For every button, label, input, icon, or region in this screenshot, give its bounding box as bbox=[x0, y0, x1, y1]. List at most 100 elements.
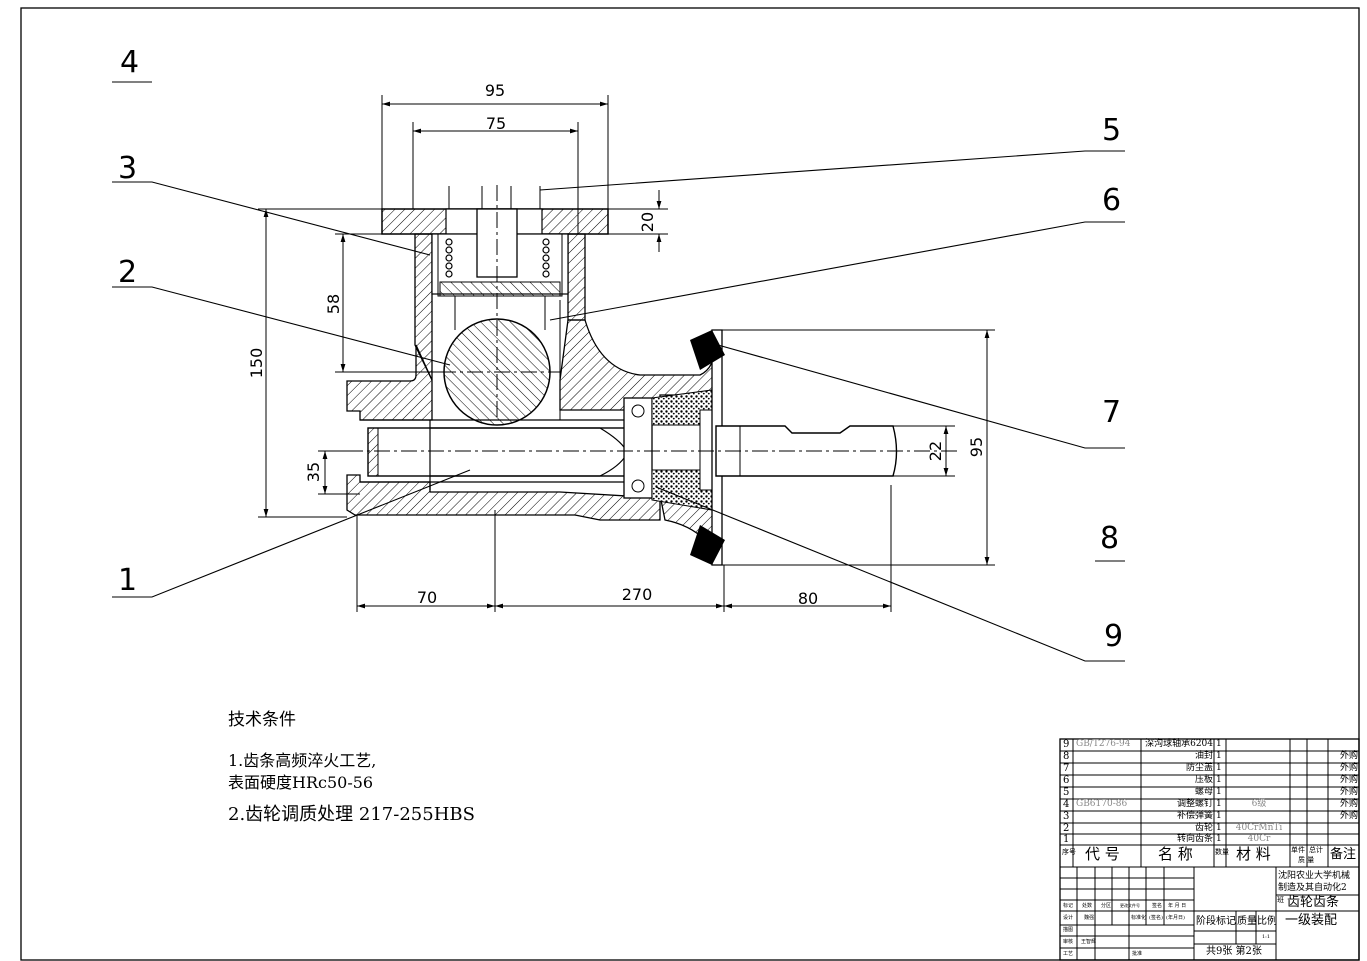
dim-58: 58 bbox=[324, 294, 343, 314]
part-qty: 1 bbox=[1216, 787, 1222, 797]
center-lines bbox=[320, 185, 960, 452]
part-qty: 1 bbox=[1216, 823, 1222, 833]
callout-9: 9 bbox=[1104, 619, 1123, 654]
part-no: 5 bbox=[1063, 787, 1070, 798]
header-weight: 质 量 bbox=[1298, 856, 1315, 864]
header-qty: 数量 bbox=[1215, 848, 1229, 856]
dim-22: 22 bbox=[926, 441, 945, 461]
approve-label: 批准 bbox=[1132, 951, 1143, 957]
notes-title: 技术条件 bbox=[228, 710, 296, 730]
part-note: 外购 bbox=[1339, 775, 1358, 785]
part-qty: 1 bbox=[1216, 799, 1222, 809]
part-name: 调整螺钉 bbox=[1176, 799, 1213, 809]
callout-2: 2 bbox=[118, 255, 137, 290]
part-name: 转向齿条 bbox=[1176, 834, 1213, 844]
leader-lines bbox=[112, 81, 1125, 662]
check-label: 审核 bbox=[1063, 939, 1074, 945]
dim-150: 150 bbox=[247, 348, 266, 379]
part-no: 2 bbox=[1063, 823, 1070, 834]
part-no: 8 bbox=[1063, 751, 1070, 762]
rev-date: 年 月 日 bbox=[1168, 903, 1187, 909]
rev-docno: 更改文件号 bbox=[1120, 903, 1140, 908]
rev-mark: 标记 bbox=[1063, 903, 1074, 909]
header-total-weight: 总计 bbox=[1309, 846, 1323, 854]
part-note: 外购 bbox=[1339, 811, 1358, 821]
callout-4: 4 bbox=[120, 45, 139, 80]
header-remark: 备注 bbox=[1330, 847, 1357, 862]
callout-7: 7 bbox=[1102, 395, 1121, 430]
part-no: 6 bbox=[1063, 775, 1070, 786]
dim-70: 70 bbox=[417, 588, 437, 607]
header-name: 名 称 bbox=[1158, 845, 1193, 863]
part-name: 螺母 bbox=[1194, 787, 1213, 797]
title-block-grid bbox=[1059, 738, 1360, 961]
dimension-texts: 95 75 20 58 150 35 22 95 70 270 80 bbox=[247, 81, 986, 608]
pinion-gear bbox=[431, 300, 561, 426]
dim-95-right: 95 bbox=[967, 437, 986, 457]
part-material: 6级 bbox=[1251, 799, 1267, 809]
callout-8: 8 bbox=[1100, 521, 1119, 556]
part-material: 40Cr bbox=[1247, 834, 1271, 844]
part-no: 9 bbox=[1063, 739, 1070, 750]
callout-1: 1 bbox=[118, 563, 137, 598]
part-name: 深沟球轴承6204 bbox=[1145, 739, 1213, 749]
part-note: 外购 bbox=[1339, 763, 1358, 773]
part-note: 外购 bbox=[1339, 787, 1358, 797]
rev-count: 处数 bbox=[1082, 903, 1093, 909]
callout-labels: 4 3 2 1 5 6 7 8 9 bbox=[118, 45, 1123, 654]
part-code: GB6170-86 bbox=[1076, 799, 1128, 809]
dim-95-top: 95 bbox=[485, 81, 505, 100]
rev-sign: 签名 bbox=[1152, 903, 1163, 909]
header-code: 代 号 bbox=[1085, 845, 1120, 863]
header-seq: 序号 bbox=[1062, 848, 1076, 856]
part-name: 压板 bbox=[1194, 775, 1213, 785]
technical-notes: 技术条件 1.齿条高频淬火工艺, 表面硬度HRc50-56 2.齿轮调质处理 2… bbox=[228, 705, 475, 826]
dim-80: 80 bbox=[798, 589, 818, 608]
drawing-title: 齿轮齿条 bbox=[1287, 895, 1340, 910]
dim-35: 35 bbox=[304, 462, 323, 482]
dim-75: 75 bbox=[486, 114, 506, 133]
header-material: 材 料 bbox=[1236, 845, 1271, 863]
part-name: 补偿弹簧 bbox=[1176, 811, 1213, 821]
part-qty: 1 bbox=[1216, 751, 1222, 761]
part-qty: 1 bbox=[1216, 763, 1222, 773]
scale-label: 比例 bbox=[1257, 916, 1277, 927]
notes-line-3: 2.齿轮调质处理 217-255HBS bbox=[228, 804, 475, 825]
part-qty: 1 bbox=[1216, 775, 1222, 785]
part-name: 防尘盖 bbox=[1185, 763, 1213, 773]
dim-20: 20 bbox=[638, 212, 657, 232]
callout-3: 3 bbox=[118, 151, 137, 186]
scale-value: 1:1 bbox=[1262, 934, 1271, 940]
part-note: 外购 bbox=[1339, 751, 1358, 761]
date-label: (年月日) bbox=[1166, 915, 1185, 921]
part-no: 4 bbox=[1063, 799, 1070, 810]
part-no: 3 bbox=[1063, 811, 1070, 822]
part-qty: 1 bbox=[1216, 739, 1222, 749]
part-name: 齿轮 bbox=[1194, 823, 1213, 833]
part-name: 油封 bbox=[1194, 751, 1213, 761]
designer-name: 魏强 bbox=[1084, 915, 1095, 921]
rev-zone: 分区 bbox=[1101, 903, 1112, 909]
drawing-frame bbox=[20, 7, 1360, 961]
part-no: 1 bbox=[1063, 834, 1070, 845]
drawing-subtitle: 一级装配 bbox=[1285, 913, 1338, 928]
callout-6: 6 bbox=[1102, 183, 1121, 218]
dim-270: 270 bbox=[622, 585, 653, 604]
sign-label: (签名) bbox=[1149, 915, 1163, 921]
notes-line-1: 1.齿条高频淬火工艺, bbox=[228, 751, 377, 770]
sheet-count: 共9张 第2张 bbox=[1206, 946, 1262, 957]
part-code: GB/T276-94 bbox=[1076, 739, 1131, 749]
part-material: 40CrMnTi bbox=[1235, 823, 1283, 833]
part-no: 7 bbox=[1063, 763, 1070, 774]
callout-5: 5 bbox=[1102, 113, 1121, 148]
checker-name: 王智辉 bbox=[1081, 939, 1097, 945]
part-qty: 1 bbox=[1216, 834, 1222, 844]
adjusting-screw bbox=[431, 186, 569, 330]
design-label: 设计 bbox=[1063, 915, 1074, 921]
part-qty: 1 bbox=[1216, 811, 1222, 821]
mass-label: 质量 bbox=[1237, 916, 1257, 927]
part-note: 外购 bbox=[1339, 799, 1358, 809]
dimension-lines bbox=[258, 95, 995, 612]
